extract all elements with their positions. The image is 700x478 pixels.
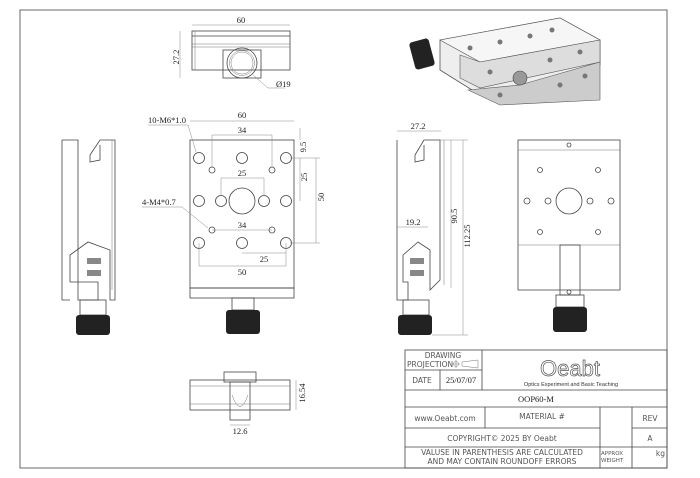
top-view: 60 27.2 Ø19 bbox=[171, 15, 291, 89]
projection-symbol-icon bbox=[452, 359, 479, 369]
left-side-view bbox=[61, 139, 116, 335]
dim-top-height: 27.2 bbox=[171, 50, 181, 65]
weight-label: WEIGHT bbox=[601, 458, 624, 464]
website: www.Oeabt.com bbox=[414, 414, 475, 423]
note-line-1: VALUSE IN PARENTHESIS ARE CALCULATED bbox=[421, 448, 583, 457]
dim-34-top: 34 bbox=[238, 125, 247, 135]
front-view: 60 10-M6*1.0 4-M4*0.7 34 25 34 25 50 9.5… bbox=[142, 110, 326, 334]
dim-50-bottom: 50 bbox=[238, 267, 247, 277]
dim-25-center: 25 bbox=[238, 168, 247, 178]
dim-height-112-25: 112.25 bbox=[462, 224, 472, 247]
label-m4-threads: 4-M4*0.7 bbox=[142, 197, 176, 207]
approx-label: APPROX bbox=[601, 451, 623, 457]
date-value: 25/07/07 bbox=[446, 375, 476, 385]
projection-label: PROJECTION bbox=[407, 360, 453, 369]
dim-side-depth: 27.2 bbox=[411, 121, 426, 131]
dim-bottom-height: 16.54 bbox=[297, 383, 307, 403]
note-line-2: AND MAY CONTAIN ROUNDOFF ERRORS bbox=[428, 457, 577, 466]
isometric-view bbox=[409, 17, 601, 106]
rev-label: REV bbox=[642, 414, 658, 423]
date-label: DATE bbox=[412, 376, 432, 385]
dim-vertical-50: 50 bbox=[316, 193, 326, 202]
oeabt-logo: Oeabt bbox=[540, 356, 600, 381]
drawing-label: DRAWING bbox=[425, 351, 462, 360]
dim-34-bottom: 34 bbox=[238, 220, 247, 230]
copyright: COPYRIGHT© 2025 BY Oeabt bbox=[447, 434, 556, 443]
sheet-border bbox=[19, 9, 668, 469]
dim-top-width: 60 bbox=[237, 15, 246, 25]
right-side-view: 27.2 19.2 90.5 112.25 bbox=[396, 121, 472, 336]
dim-bore: Ø19 bbox=[276, 79, 291, 89]
dim-25-bottom: 25 bbox=[260, 254, 269, 264]
dim-bottom-width: 12.6 bbox=[233, 426, 248, 436]
rear-view bbox=[517, 139, 621, 332]
dim-9-5: 9.5 bbox=[298, 142, 308, 153]
dim-side-inner: 19.2 bbox=[406, 217, 421, 227]
dim-vertical-25: 25 bbox=[299, 173, 309, 182]
dim-height-90-5: 90.5 bbox=[449, 209, 459, 224]
part-number: OOP60-M bbox=[518, 394, 554, 404]
label-m6-threads: 10-M6*1.0 bbox=[148, 115, 186, 125]
dim-front-width: 60 bbox=[238, 110, 247, 120]
rev-value: A bbox=[647, 434, 653, 443]
weight-unit: kg bbox=[656, 449, 665, 458]
bottom-view: 16.54 12.6 bbox=[189, 371, 307, 436]
logo-subtitle: Optics Experiment and Basic Teaching bbox=[524, 382, 618, 388]
material-label: MATERIAL # bbox=[519, 412, 565, 421]
title-block: DRAWING PROJECTION DATE 25/07/07 Oeabt O… bbox=[404, 349, 668, 469]
